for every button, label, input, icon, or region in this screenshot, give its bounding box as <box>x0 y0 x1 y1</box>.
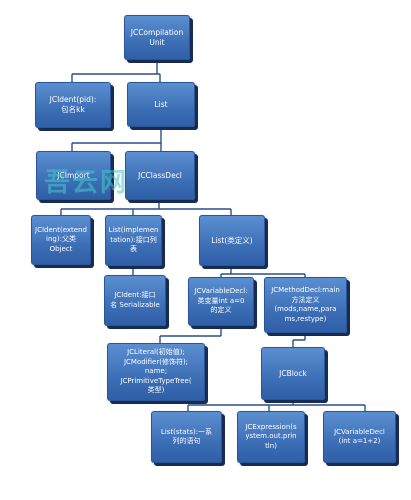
connector-classdef <box>220 266 306 277</box>
node-ident-interface: JCIdent:接口 名 Serializable <box>104 275 166 326</box>
node-label: JCImport <box>57 170 90 180</box>
node-label: JCIdent:接口 名 Serializable <box>110 291 160 309</box>
connector-unit <box>71 60 161 82</box>
node-literal-modifier: JCLiteral(初始值); JCModifier(修饰符); name; J… <box>107 343 205 401</box>
node-label: JCBlock <box>279 368 307 378</box>
node-list-implementation: List(implemen tation):接口列 表 <box>105 215 162 266</box>
node-list-root: List <box>127 82 195 127</box>
node-block: JCBlock <box>261 347 325 400</box>
node-label: JCVariableDecl: 类变量int a=0 的定义 <box>194 287 248 315</box>
node-import: JCImport <box>36 151 111 200</box>
node-label: List <box>154 99 168 109</box>
node-label: List(implemen tation):接口列 表 <box>108 226 159 254</box>
node-label: JCClassDecl <box>138 170 182 180</box>
connector-methoddecl <box>292 333 306 347</box>
node-list-stats: List(stats):一系 列的语句 <box>151 411 222 463</box>
node-ident-pid: JCIdent(pid): 包名kk <box>35 82 111 128</box>
node-ident-extending: JCIdent(extend ing):父类 Object <box>31 215 91 265</box>
node-variable-decl-b: JCVariableDecl (int a=1+2) <box>323 411 396 463</box>
node-label: List(类定义) <box>211 235 253 245</box>
node-compilation-unit: JCCompilation Unit <box>124 15 190 60</box>
connector-variabledecl <box>159 326 222 343</box>
node-expression: JCExpression(s ystem.out.prin tln) <box>237 411 305 463</box>
node-label: JCLiteral(初始值); JCModifier(修饰符); name; J… <box>120 348 192 395</box>
node-class-decl: JCClassDecl <box>125 151 195 200</box>
node-label: JCCompilation Unit <box>130 27 184 47</box>
connector-list <box>71 127 162 151</box>
node-list-class-def: List(类定义) <box>199 215 265 266</box>
node-label: JCMethodDecl:main 方法定义 (mods,name,para m… <box>271 286 340 323</box>
node-label: JCIdent(extend ing):父类 Object <box>35 225 87 253</box>
node-label: JCExpression(s ystem.out.prin tln) <box>245 422 297 450</box>
connector-classdecl <box>60 200 232 215</box>
node-label: JCIdent(pid): 包名kk <box>49 95 97 114</box>
node-method-decl: JCMethodDecl:main 方法定义 (mods,name,para m… <box>264 277 347 333</box>
connector-block <box>187 400 366 411</box>
node-label: List(stats):一系 列的语句 <box>160 427 213 446</box>
node-variable-decl: JCVariableDecl: 类变量int a=0 的定义 <box>188 277 254 326</box>
node-label: JCVariableDecl (int a=1+2) <box>334 427 385 446</box>
